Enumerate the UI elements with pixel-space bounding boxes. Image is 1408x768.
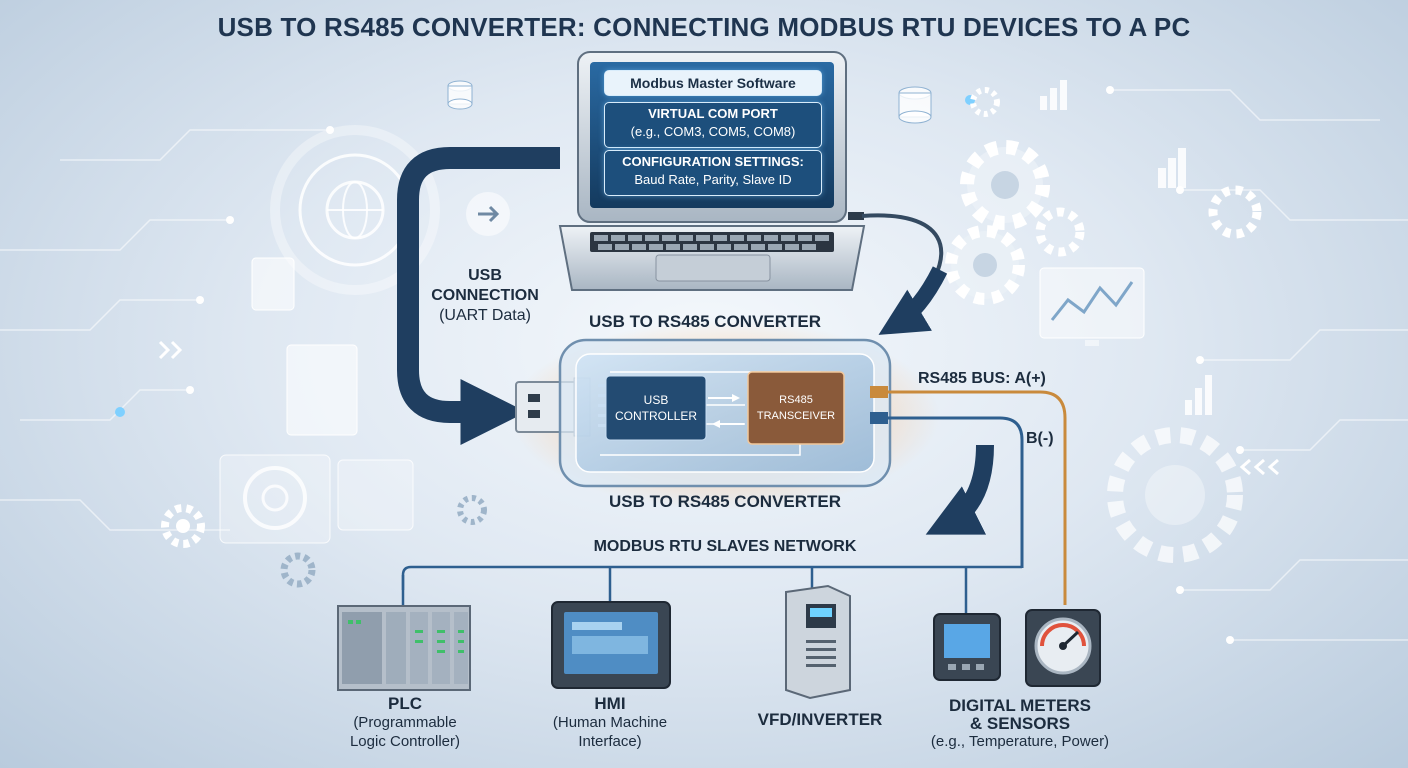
usb-chip-line2: CONTROLLER <box>614 409 697 423</box>
sensor-gauge-device <box>1025 609 1101 687</box>
gear-icon <box>161 495 487 588</box>
hmi-name: HMI <box>594 694 626 713</box>
plc-device <box>337 605 471 691</box>
terminal-block <box>870 386 888 424</box>
bus-b-label: B(-) <box>1026 430 1054 447</box>
meters-name2: & SENSORS <box>969 714 1071 733</box>
gauge-panel-icon <box>219 454 414 544</box>
converter-to-network-arrow <box>925 444 994 535</box>
chevrons-icon <box>158 340 1279 476</box>
wire-b <box>888 416 1024 568</box>
wire-a <box>888 390 1067 605</box>
usb-connection-line3: (UART Data) <box>439 307 531 324</box>
config-title: CONFIGURATION SETTINGS: <box>622 154 804 169</box>
page-title: USB TO RS485 CONVERTER: CONNECTING MODBU… <box>217 12 1191 42</box>
digital-meter-device <box>933 613 1001 681</box>
vcom-title: VIRTUAL COM PORT <box>648 106 778 121</box>
database-icon <box>447 80 473 110</box>
rs485-transceiver-label: RS485 TRANSCEIVER <box>748 392 844 424</box>
plc-detail2: Logic Controller) <box>349 733 461 750</box>
vfd-label: VFD/INVERTER <box>757 710 883 729</box>
background-nodes <box>115 86 1244 644</box>
hmi-device <box>551 601 671 689</box>
plc-name: PLC <box>388 694 422 713</box>
software-label-text: Modbus Master Software <box>630 75 796 91</box>
vcom-detail: (e.g., COM3, COM5, COM8) <box>630 124 796 139</box>
vfd-device <box>785 584 851 700</box>
monitor-chart-icon <box>1039 267 1145 346</box>
laptop-to-converter-arrow <box>878 266 948 335</box>
meters-detail: (e.g., Temperature, Power) <box>930 733 1110 750</box>
usb-connection-label: USB CONNECTION (UART Data) <box>420 266 550 326</box>
gear-cluster-icon <box>945 87 1262 563</box>
usb-controller-chip <box>598 375 707 441</box>
forward-circle-icon <box>466 192 510 236</box>
usb-chip-line1: USB <box>643 393 669 407</box>
hmi-detail1: (Human Machine <box>552 714 668 731</box>
converter-label-bottom: USB TO RS485 CONVERTER <box>608 492 842 511</box>
background-circuit-lines <box>0 89 1408 641</box>
bus-a-label: RS485 BUS: A(+) <box>918 370 1046 387</box>
usb-connection-line1: USB <box>468 267 502 284</box>
converter-label-top: USB TO RS485 CONVERTER <box>588 312 822 331</box>
rs485-transceiver-chip <box>747 371 845 445</box>
software-label: Modbus Master Software <box>604 70 822 96</box>
plc-detail1: (Programmable <box>353 714 457 731</box>
config-detail: Baud Rate, Parity, Slave ID <box>634 172 792 187</box>
usb-connection-line2: CONNECTION <box>431 287 539 304</box>
usb-connection-arrow <box>397 147 560 445</box>
hmi-detail2: Interface) <box>578 733 642 750</box>
meters-name: DIGITAL METERS <box>949 696 1091 715</box>
network-label: MODBUS RTU SLAVES NETWORK <box>593 538 857 555</box>
plc-label: PLC (Programmable Logic Controller) <box>320 694 490 751</box>
meters-label: DIGITAL METERS & SENSORS (e.g., Temperat… <box>900 697 1140 751</box>
document-icon <box>251 257 358 436</box>
bar-chart-icon <box>1040 80 1212 415</box>
configuration-settings-box: CONFIGURATION SETTINGS: Baud Rate, Parit… <box>604 150 822 196</box>
virtual-com-port-box: VIRTUAL COM PORT (e.g., COM3, COM5, COM8… <box>604 102 822 148</box>
usb-controller-label: USB CONTROLLER <box>606 392 706 424</box>
rs485-chip-line2: TRANSCEIVER <box>756 410 836 422</box>
network-bus <box>401 565 1022 615</box>
rs485-chip-line1: RS485 <box>779 394 813 406</box>
database-icon-right <box>898 86 932 124</box>
hmi-label: HMI (Human Machine Interface) <box>530 694 690 751</box>
